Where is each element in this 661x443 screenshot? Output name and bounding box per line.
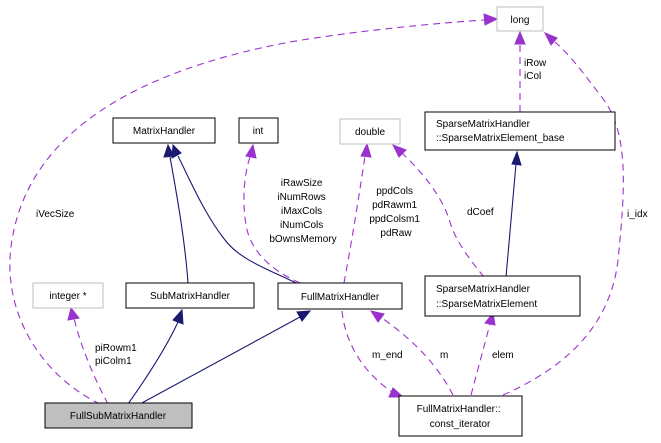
node-sub-matrix-handler-box — [125, 282, 255, 309]
edge-ci-long-arrowhead — [543, 32, 558, 46]
node-full-matrix-handler-box — [277, 282, 403, 310]
node-sparse-element[interactable]: SparseMatrixHandler ::SparseMatrixElemen… — [424, 275, 581, 317]
node-sub-matrix-handler-label: SubMatrixHandler — [150, 291, 231, 302]
edge-m-end-label: m_end — [372, 350, 403, 361]
edge-sme-double: dCoef — [391, 144, 494, 278]
node-int-label: int — [253, 126, 264, 137]
edge-ci-long-line — [502, 41, 624, 396]
edge-fsmh-fmh-arrowhead — [296, 310, 312, 322]
node-matrix-handler-box — [112, 117, 216, 144]
edge-fmh-int-line — [243, 156, 301, 284]
edge-sme-base — [505, 150, 522, 278]
edge-elem: elem — [470, 311, 514, 396]
node-const-iterator[interactable]: FullMatrixHandler:: const_iterator — [398, 395, 523, 437]
node-sub-matrix-handler[interactable]: SubMatrixHandler — [125, 282, 255, 309]
edge-fmh-double-arrowhead — [360, 142, 372, 158]
edge-m-end-arrowhead — [388, 387, 405, 398]
edge-m-arrowhead — [369, 310, 385, 323]
edge-fmh-double-label: ppdCols pdRawm1 ppdColsm1 pdRaw — [369, 186, 422, 239]
edge-m-end: m_end — [341, 310, 405, 398]
edge-fmh-mh-arrowhead — [171, 143, 182, 159]
edge-fmh-int: iRawSize iNumRows iMaxCols iNumCols bOwn… — [243, 143, 337, 284]
edge-fsmh-fmh — [139, 310, 312, 405]
edge-sme-double-line — [401, 152, 485, 278]
edge-elem-line — [470, 323, 491, 396]
edge-sme-double-arrowhead — [391, 144, 407, 158]
node-sparse-base[interactable]: SparseMatrixHandler ::SparseMatrixElemen… — [424, 111, 616, 151]
node-full-matrix-handler[interactable]: FullMatrixHandler — [277, 282, 403, 310]
node-double-box — [339, 118, 401, 145]
node-long-box — [496, 6, 544, 32]
edge-base-long: iRow iCol — [514, 30, 549, 112]
edge-fmh-int-label: iRawSize iNumRows iMaxCols iNumCols bOwn… — [269, 178, 336, 245]
node-const-iterator-label: FullMatrixHandler:: const_iterator — [417, 404, 504, 430]
node-int[interactable]: int — [238, 117, 279, 144]
edge-ivecsize-label: iVecSize — [36, 209, 75, 220]
edge-fmh-mh-line — [177, 155, 297, 284]
node-sparse-element-label: SparseMatrixHandler ::SparseMatrixElemen… — [436, 284, 537, 310]
edge-fsmh-smh — [127, 308, 184, 405]
edge-fsmh-fmh-line — [139, 316, 301, 405]
edge-pirowm1-label: piRowm1 piColm1 — [95, 343, 139, 367]
edge-base-long-label: iRow iCol — [524, 58, 549, 82]
edge-base-long-arrowhead — [514, 30, 526, 45]
edge-pirowm1-line — [73, 317, 109, 405]
node-integer-ptr-label: integer * — [49, 291, 86, 302]
edge-smh-mh-arrowhead — [163, 143, 175, 158]
node-matrix-handler-label: MatrixHandler — [133, 126, 196, 137]
edge-sme-double-label: dCoef — [467, 207, 494, 218]
edge-smh-mh-line — [169, 156, 189, 284]
node-sparse-base-label: SparseMatrixHandler ::SparseMatrixElemen… — [436, 119, 565, 144]
node-integer-ptr[interactable]: integer * — [32, 282, 104, 309]
node-full-sub-matrix-handler[interactable]: FullSubMatrixHandler — [44, 402, 193, 429]
edge-fmh-int-arrowhead — [245, 143, 257, 159]
edge-smh-mh — [163, 143, 189, 284]
edge-ivecsize: iVecSize — [9, 13, 499, 405]
edge-sme-base-arrowhead — [511, 150, 522, 166]
node-long-label: long — [511, 15, 530, 26]
edge-pirowm1: piRowm1 piColm1 — [67, 306, 139, 405]
node-integer-ptr-box — [32, 282, 104, 309]
node-double-label: double — [355, 127, 385, 138]
edge-ivecsize-line — [9, 19, 486, 405]
node-sparse-element-box — [424, 275, 581, 317]
node-matrix-handler[interactable]: MatrixHandler — [112, 117, 216, 144]
node-sparse-base-box — [424, 111, 616, 151]
edge-m-end-line — [341, 310, 393, 393]
edge-sme-base-line — [505, 163, 517, 278]
edge-m: m — [369, 310, 454, 396]
node-const-iterator-box — [398, 395, 523, 437]
edge-fsmh-smh-line — [127, 321, 179, 405]
edge-m-label: m — [440, 350, 448, 361]
edge-ivecsize-arrowhead — [483, 13, 499, 26]
edge-fsmh-smh-arrowhead — [172, 308, 184, 325]
node-full-sub-matrix-handler-box — [44, 402, 193, 429]
edge-ci-long-label: i_idx — [627, 209, 648, 220]
node-long[interactable]: long — [496, 6, 544, 32]
edge-fmh-mh — [171, 143, 297, 284]
node-int-box — [238, 117, 279, 144]
node-full-matrix-handler-label: FullMatrixHandler — [301, 292, 380, 303]
edge-fmh-double-line — [343, 155, 366, 284]
edge-elem-label: elem — [492, 350, 514, 361]
edge-fmh-double: ppdCols pdRawm1 ppdColsm1 pdRaw — [343, 142, 422, 284]
edge-pirowm1-arrowhead — [67, 306, 80, 321]
node-double[interactable]: double — [339, 118, 401, 145]
edge-ci-long: i_idx — [502, 32, 648, 396]
node-full-sub-matrix-handler-label: FullSubMatrixHandler — [70, 411, 167, 422]
